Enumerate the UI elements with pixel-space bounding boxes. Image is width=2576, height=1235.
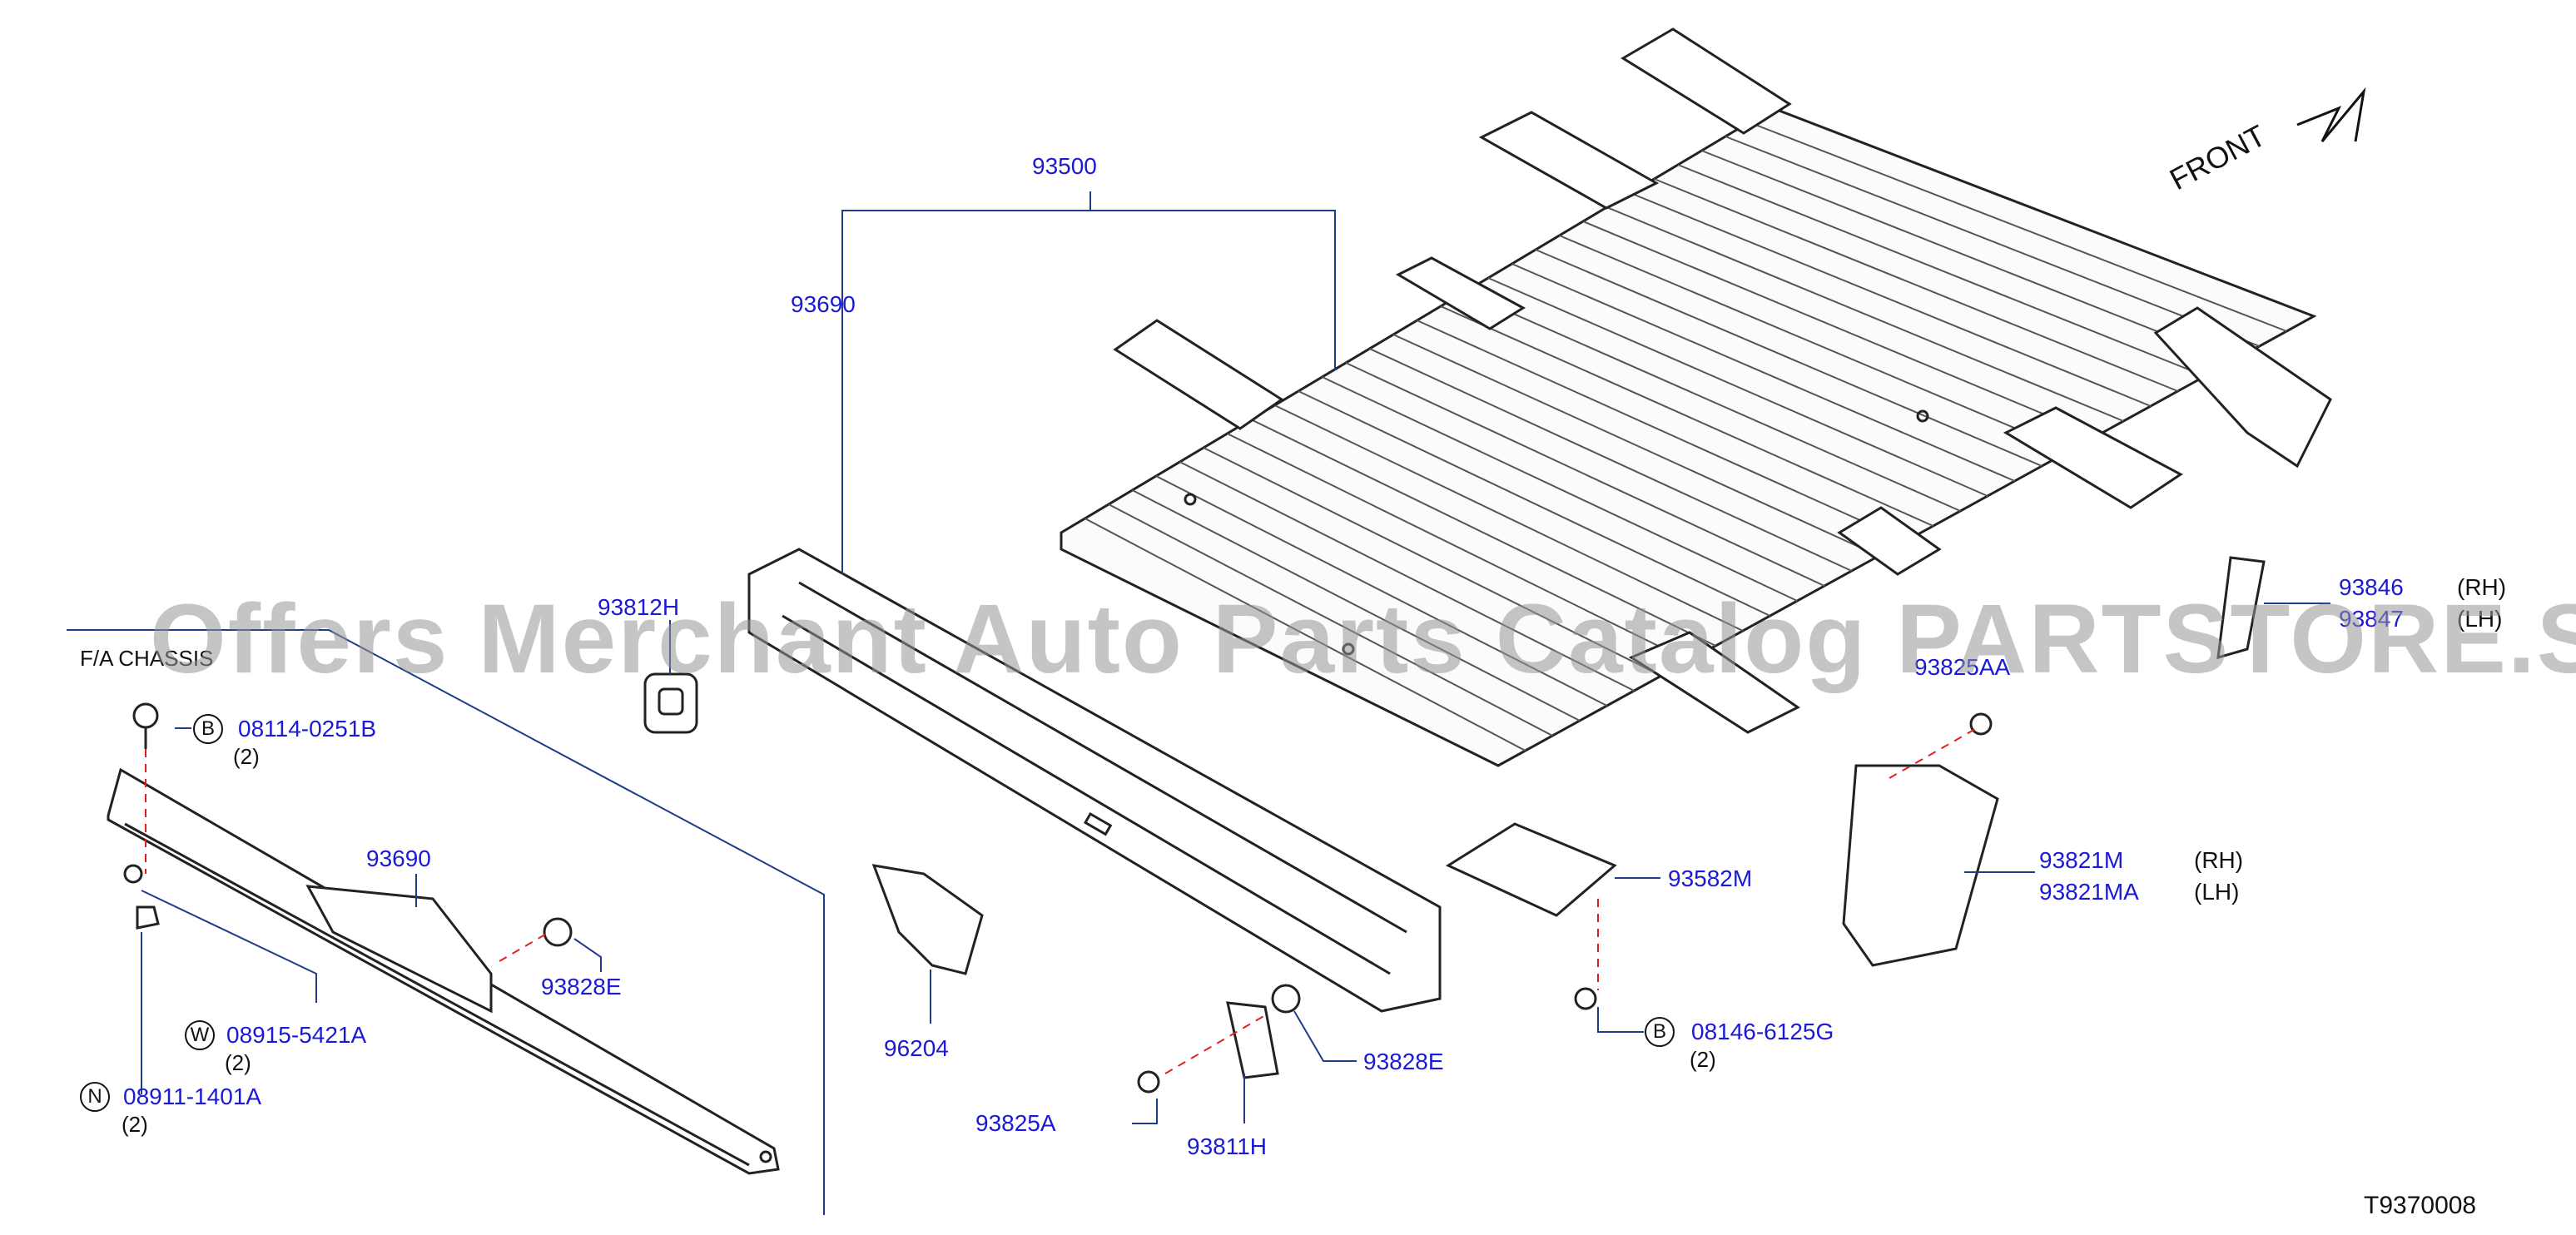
bed-corrugations (1085, 122, 2287, 751)
bed-rib (1440, 305, 1934, 527)
qty-08915: (2) (225, 1050, 251, 1075)
bed-rib (1108, 503, 1553, 737)
callout-b-08146: B (1645, 1017, 1675, 1047)
part-93811h[interactable]: 93811H (1187, 1133, 1268, 1159)
part-93825aa[interactable]: 93825AA (1914, 654, 2011, 680)
bed-rib (1725, 136, 2261, 347)
side-93846: (RH) (2457, 574, 2507, 600)
bed-rib (1559, 235, 2070, 452)
cross-members (1113, 27, 2332, 734)
bolt-93825a-head (1137, 1070, 1160, 1094)
93811h-part (1226, 1001, 1279, 1079)
qty-08114: (2) (233, 744, 260, 769)
bed-rib (1749, 122, 2287, 332)
bolt-93825aa-head (1969, 712, 1993, 736)
bed-rib (1345, 362, 1825, 587)
93821m-mudguard (1842, 764, 1999, 967)
small-parts (123, 556, 2266, 1094)
bed-rib (1085, 518, 1526, 751)
bed-rib (1369, 348, 1853, 572)
part-93821m[interactable]: 93821M (2039, 847, 2124, 873)
93582m-plate (1445, 822, 1617, 917)
bed-rib (1654, 178, 2179, 392)
part-93690-top[interactable]: 93690 (791, 291, 856, 317)
93846-bracket (2216, 556, 2266, 660)
part-08911-1401a[interactable]: 08911-1401A (123, 1084, 262, 1109)
bed-rib (1155, 475, 1608, 707)
watermark: Offers Merchant Auto Parts Catalog PARTS… (150, 584, 2576, 694)
qty-08911: (2) (122, 1112, 148, 1137)
93828e-left-clip (543, 917, 573, 947)
washer-08915 (123, 864, 143, 884)
front-arrow-icon (2296, 87, 2366, 142)
bed-rib (1701, 150, 2233, 362)
alignment-lines (145, 727, 1978, 1074)
part-93846[interactable]: 93846 (2339, 574, 2404, 600)
bed-rib (1535, 249, 2042, 467)
qty-08146: (2) (1690, 1047, 1716, 1072)
callout-w-08915: W (185, 1020, 215, 1050)
bed-rib (1179, 461, 1635, 692)
nut-08911 (136, 905, 160, 930)
96204-bracket (871, 864, 984, 975)
callout-n-08911: N (80, 1082, 110, 1112)
bed-rib (1132, 489, 1581, 722)
part-93500[interactable]: 93500 (1032, 153, 1097, 179)
side-93821m: (RH) (2194, 847, 2244, 873)
left-rail (107, 767, 780, 1175)
part-93828e-mid[interactable]: 93828E (1363, 1049, 1444, 1074)
bed-rib (1464, 291, 1961, 512)
bed-rib (1227, 433, 1690, 662)
bed-rib (1392, 334, 1879, 557)
bed-rib (1487, 277, 1988, 497)
rear-sill-member (747, 548, 1442, 1013)
part-96204[interactable]: 96204 (884, 1035, 949, 1061)
part-93825a[interactable]: 93825A (975, 1110, 1056, 1136)
bed-rib (1511, 263, 2016, 482)
part-93828e-left[interactable]: 93828E (541, 974, 622, 999)
bed-rib (1417, 320, 1907, 542)
bed-rib (1630, 192, 2152, 407)
bed-rib (1606, 206, 2124, 422)
part-08114-0251b[interactable]: 08114-0251B (238, 716, 377, 741)
part-08146-6125g[interactable]: 08146-6125G (1691, 1019, 1834, 1044)
side-93821ma: (LH) (2194, 879, 2240, 905)
bolt-08114-head (132, 702, 159, 729)
part-93812h[interactable]: 93812H (598, 594, 680, 620)
bed-rib (1250, 419, 1716, 647)
part-93847[interactable]: 93847 (2339, 606, 2404, 632)
bolt-08146-head (1574, 987, 1597, 1010)
cargo-bed-panel (1060, 107, 2317, 767)
part-93690-left[interactable]: 93690 (366, 846, 431, 871)
bed-rib (1298, 390, 1771, 617)
bed-rib (1203, 447, 1662, 677)
part-93821ma[interactable]: 93821MA (2039, 879, 2139, 905)
bed-rib (1677, 164, 2206, 377)
part-93582m[interactable]: 93582M (1668, 865, 1753, 891)
callout-b-08114: B (193, 714, 223, 744)
diagram-code: T9370008 (2364, 1192, 2477, 1219)
bed-rib (1274, 404, 1744, 632)
bed-rib (1322, 376, 1798, 602)
part-08915-5421a[interactable]: 08915-5421A (226, 1022, 367, 1048)
leader-lines (67, 191, 2330, 1215)
section-label: F/A CHASSIS (80, 646, 214, 671)
bed-rib (1582, 221, 2097, 437)
93828e-mid-clip (1271, 984, 1301, 1014)
side-93847: (LH) (2457, 606, 2503, 632)
